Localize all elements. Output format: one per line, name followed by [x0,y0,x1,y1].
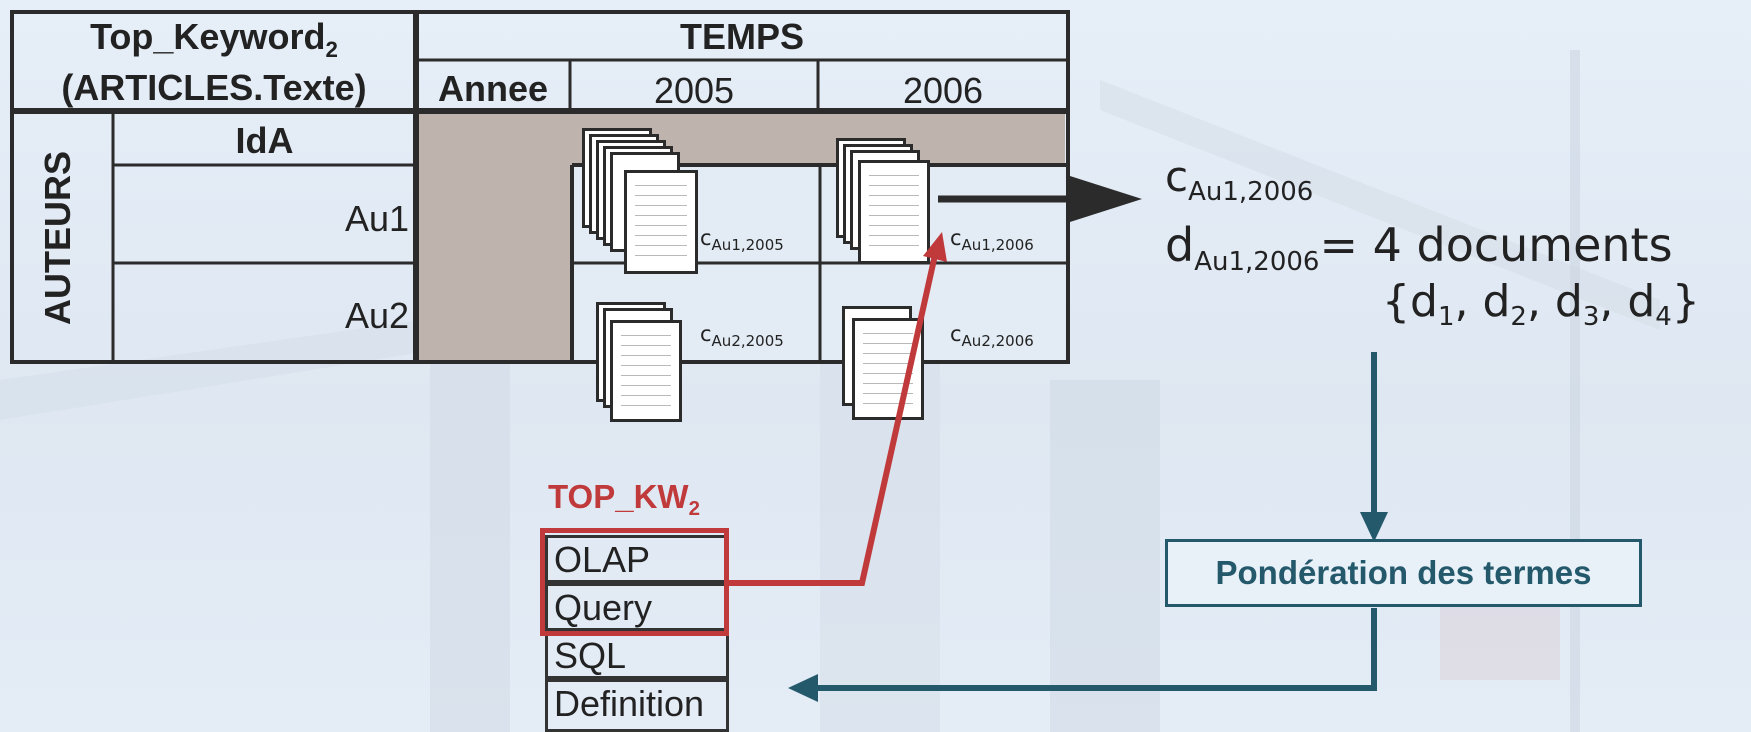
top-keyword-label: Top_Keyword [90,16,326,57]
document-set: {d1, d2, d3, d4} [1382,276,1700,332]
year-2005-header: 2005 [653,70,735,111]
top-kw-item-definition: Definition [545,679,729,732]
cell-label-au2-2006: cAu2,2006 [950,322,1034,350]
top-kw-highlight [540,528,729,636]
top-kw-item-sql: SQL [545,631,729,679]
top-keyword-source: (ARTICLES.Texte) [61,67,367,108]
cell-label-au2-2005: cAu2,2005 [700,322,784,350]
cell-label-au1-2005: cAu1,2005 [700,226,784,254]
document-count-line: dAu1,2006= 4 documents [1165,218,1673,277]
top-keyword-header: Top_Keyword2 (ARTICLES.Texte) [12,14,416,111]
selected-cell-label: cAu1,2006 [1165,152,1314,207]
author-au1: Au1 [344,198,409,239]
year-2006-header: 2006 [902,70,984,111]
top-kw-title: TOP_KW2 [548,478,700,521]
temps-header: TEMPS [679,16,804,57]
annee-header: Annee [437,68,549,109]
top-keyword-subscript: 2 [325,36,338,62]
ida-header: IdA [235,120,294,161]
author-au2: Au2 [344,295,409,336]
ponderation-box: Pondération des termes [1165,539,1642,607]
cell-label-au1-2006: cAu1,2006 [950,226,1034,254]
